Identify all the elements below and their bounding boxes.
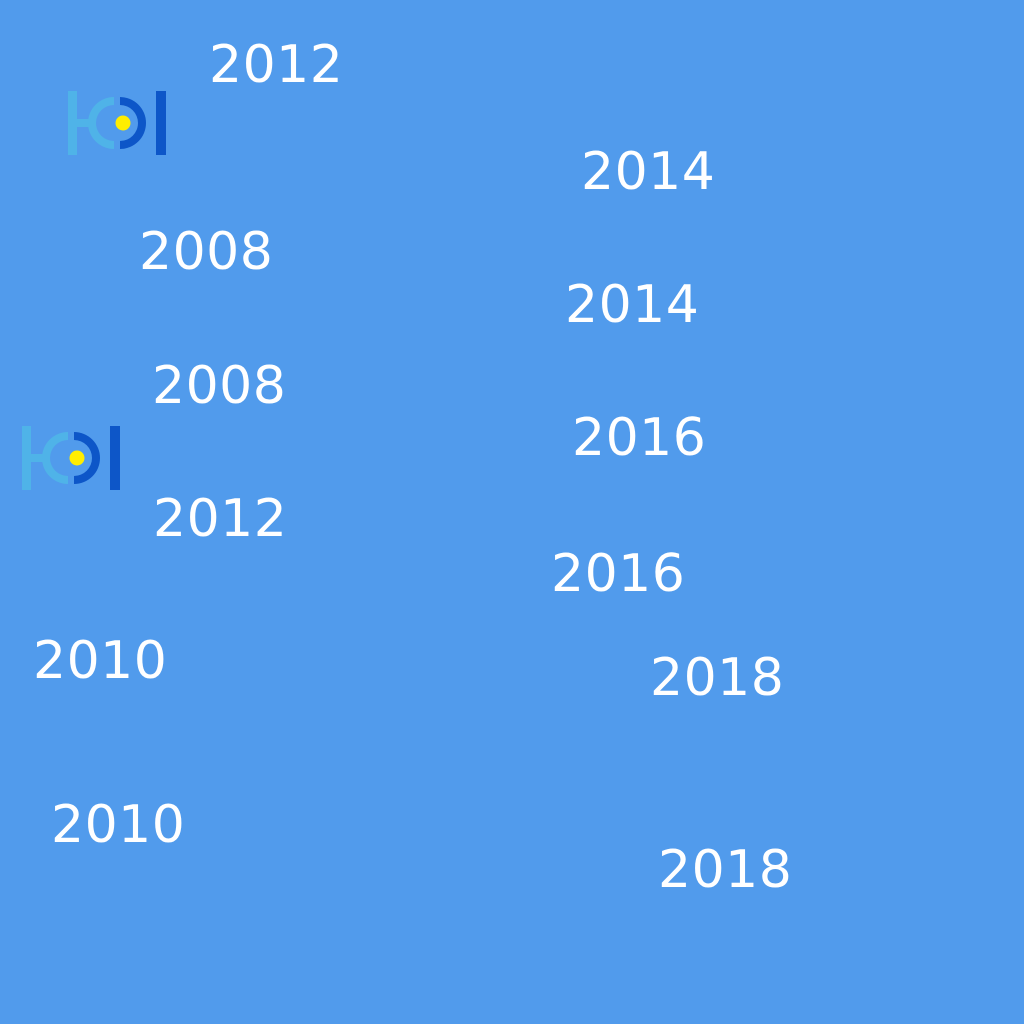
year-label-2012-b: 2012 xyxy=(153,489,288,549)
year-label-2016-b: 2016 xyxy=(551,544,686,604)
year-label-2014-a: 2014 xyxy=(581,142,716,202)
year-label-2018-b: 2018 xyxy=(658,840,793,900)
year-label-2008-b: 2008 xyxy=(152,356,287,416)
year-label-2008-a: 2008 xyxy=(139,222,274,282)
year-label-2010-a: 2010 xyxy=(33,631,168,691)
year-label-2010-b: 2010 xyxy=(51,795,186,855)
year-label-2018-a: 2018 xyxy=(650,648,785,708)
year-label-2012-a: 2012 xyxy=(209,35,344,95)
hk-logo-icon xyxy=(22,426,120,490)
hk-logo-icon xyxy=(68,91,166,155)
year-label-2016-a: 2016 xyxy=(572,408,707,468)
year-label-2014-b: 2014 xyxy=(565,275,700,335)
